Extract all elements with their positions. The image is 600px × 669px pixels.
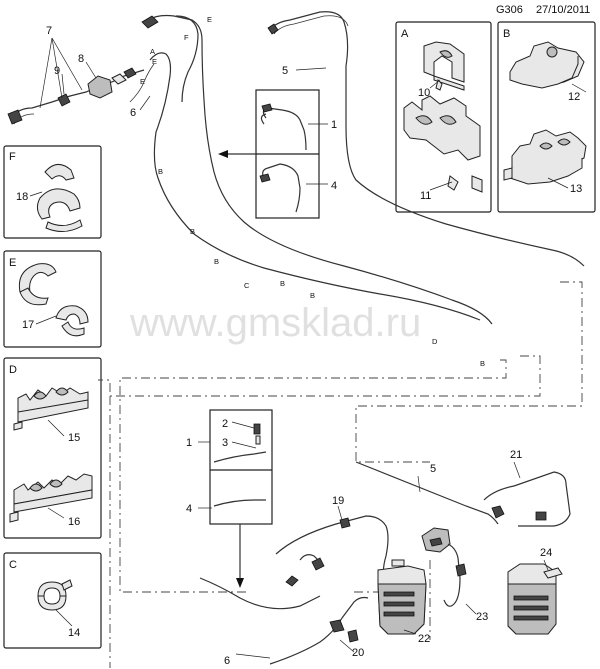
callout-6-top: 6 xyxy=(130,107,136,119)
clip-18 xyxy=(36,164,83,232)
detail-box-1-4-lower: 2 3 1 4 xyxy=(186,409,273,525)
inset-c-letter: C xyxy=(9,559,17,571)
callout-17: 17 xyxy=(22,319,34,331)
clip-ref-e-2: E xyxy=(152,57,157,66)
callout-5-lower: 5 xyxy=(430,463,436,475)
inset-d-letter: D xyxy=(9,364,17,376)
clip-ref-b-2: B xyxy=(190,227,195,236)
callout-14: 14 xyxy=(68,627,80,639)
callout-4-lower: 4 xyxy=(186,503,192,515)
diagram-code: G306 xyxy=(496,4,523,16)
callout-23: 23 xyxy=(476,611,488,623)
inset-f: F 18 xyxy=(3,145,102,239)
callout-8: 8 xyxy=(78,53,84,65)
callout-5-top: 5 xyxy=(282,65,288,77)
callout-1-top: 1 xyxy=(331,119,337,131)
clip-ref-e-1: E xyxy=(207,15,212,24)
pipe-21 xyxy=(483,471,571,527)
clip-16 xyxy=(9,473,93,523)
callout-10: 10 xyxy=(418,87,430,99)
clip-ref-c: C xyxy=(244,281,250,290)
clip-ref-a: A xyxy=(150,47,155,56)
inset-c: C 14 xyxy=(3,552,102,649)
clip-ref-b-1: B xyxy=(158,167,163,176)
clip-11 xyxy=(403,95,483,193)
clip-13 xyxy=(503,129,587,185)
route-line-outer xyxy=(355,281,583,463)
watermark: www.gmsklad.ru xyxy=(129,301,421,345)
callout-12: 12 xyxy=(568,91,580,103)
arrow-head-top xyxy=(218,150,228,158)
callout-9: 9 xyxy=(54,65,60,77)
pipe-1 xyxy=(147,14,493,325)
clip-ref-d: D xyxy=(432,337,438,346)
detail-box-1-4: 1 4 xyxy=(255,89,337,219)
pipe-6-lower xyxy=(199,577,321,610)
clip-12 xyxy=(509,41,585,89)
callout-21: 21 xyxy=(510,449,522,461)
callout-11: 11 xyxy=(420,190,431,202)
inset-e: E 17 xyxy=(3,250,102,348)
hose-assembly-7-9 xyxy=(7,67,145,125)
clip-17 xyxy=(18,263,89,337)
clip-14 xyxy=(37,579,73,611)
clip-ref-f: F xyxy=(184,33,189,42)
inset-a-letter: A xyxy=(401,28,409,40)
callout-24: 24 xyxy=(540,547,552,559)
inset-b-letter: B xyxy=(503,28,510,40)
clip-10 xyxy=(423,41,465,91)
callout-22: 22 xyxy=(418,633,430,645)
callout-18: 18 xyxy=(16,191,28,203)
route-line-inner xyxy=(119,359,507,593)
inset-f-letter: F xyxy=(9,151,16,163)
pipe-5 xyxy=(269,11,585,267)
canister-24 xyxy=(507,563,563,635)
canister-22 xyxy=(377,559,427,635)
pipe-19 xyxy=(275,515,389,587)
arrow-head-lower xyxy=(236,578,244,588)
clip-ref-e-3: E xyxy=(140,77,145,86)
inset-e-letter: E xyxy=(9,257,16,269)
inset-a: A 10 11 xyxy=(395,21,492,213)
callout-13: 13 xyxy=(570,183,582,195)
callout-6-lower: 6 xyxy=(224,655,230,667)
callout-3: 3 xyxy=(222,437,228,449)
callout-15: 15 xyxy=(68,432,80,444)
diagram-date: 27/10/2011 xyxy=(536,4,590,16)
callout-20: 20 xyxy=(352,647,364,659)
callout-1-lower: 1 xyxy=(186,437,192,449)
clip-ref-b-3: B xyxy=(214,257,219,266)
callout-2: 2 xyxy=(222,418,228,430)
callout-7: 7 xyxy=(46,25,52,37)
clip-ref-b-5: B xyxy=(310,291,315,300)
inset-d: D 15 16 xyxy=(3,357,102,539)
pipe-5-lower xyxy=(355,461,499,525)
pipe-6 xyxy=(149,52,481,321)
inset-b: B 12 13 xyxy=(497,21,596,213)
clip-15 xyxy=(13,387,89,431)
callout-16: 16 xyxy=(68,516,80,528)
callout-19: 19 xyxy=(332,495,344,507)
clip-ref-b-6: B xyxy=(480,359,485,368)
route-line-mid xyxy=(98,355,541,397)
purge-valve-23 xyxy=(421,527,467,607)
clip-ref-b-4: B xyxy=(280,279,285,288)
callout-4-top: 4 xyxy=(331,180,337,192)
